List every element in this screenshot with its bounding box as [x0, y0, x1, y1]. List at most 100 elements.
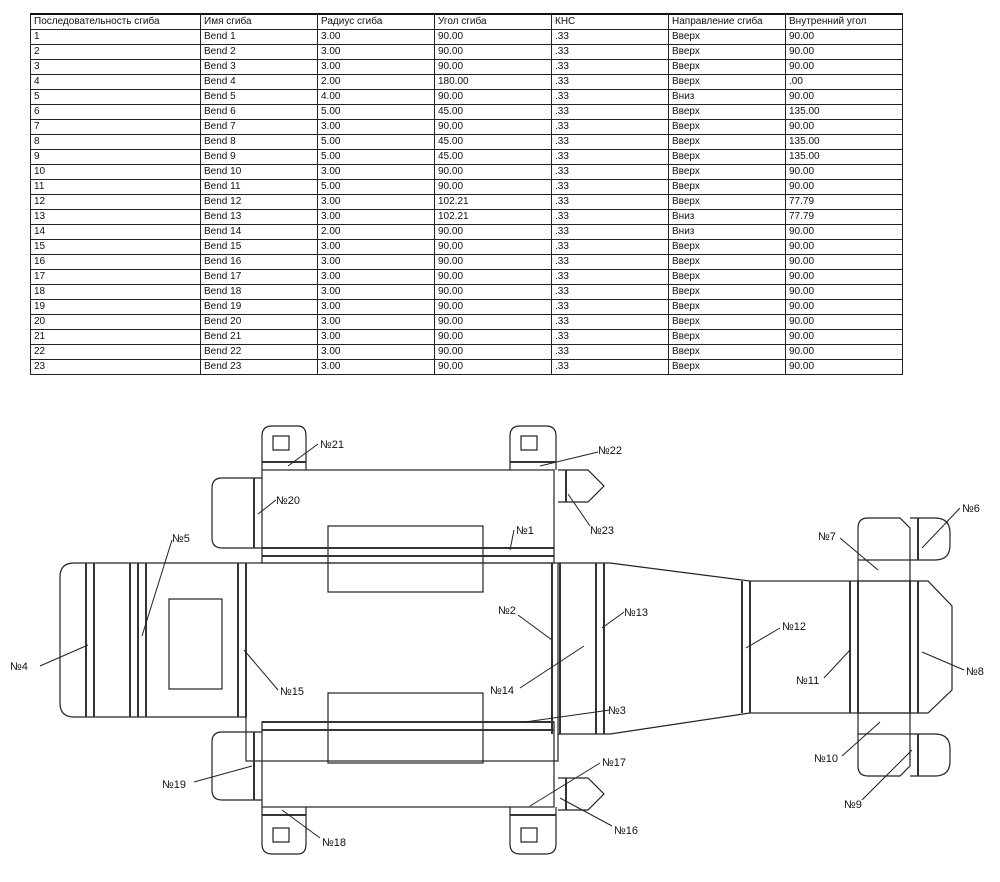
table-cell: 90.00 — [434, 359, 552, 375]
table-cell: 23 — [30, 359, 201, 375]
label-bend-10: №10 — [814, 753, 838, 765]
leader-line — [539, 451, 599, 467]
label-bend-16: №16 — [614, 825, 638, 837]
leader-line — [281, 809, 321, 839]
label-bend-7: №7 — [818, 531, 836, 543]
tab-top-a-hole — [272, 435, 290, 451]
right-bottom-tab-b — [910, 733, 951, 777]
leader-line — [841, 721, 881, 757]
table-cell: Bend 23 — [200, 359, 318, 375]
leader-line — [529, 762, 601, 807]
label-bend-22: №22 — [598, 445, 622, 457]
label-bend-21: №21 — [320, 439, 344, 451]
table-cell: 90.00 — [785, 344, 903, 360]
leader-line — [839, 537, 879, 571]
right-bottom-flap — [857, 712, 911, 735]
tab-top-a — [261, 425, 307, 470]
main-panel — [245, 562, 559, 762]
label-bend-19: №19 — [162, 779, 186, 791]
tab-bottom-a-hole — [272, 827, 290, 843]
bottom-flap — [261, 721, 555, 808]
right-top-tab — [857, 517, 911, 560]
leader-line — [823, 649, 851, 679]
label-bend-13: №13 — [624, 607, 648, 619]
label-bend-9: №9 — [844, 799, 862, 811]
leader-line — [745, 627, 781, 649]
label-bend-4: №4 — [10, 661, 28, 673]
column-header: Имя сгиба — [200, 13, 318, 30]
label-bend-18: №18 — [322, 837, 346, 849]
left-end-panel — [59, 562, 246, 718]
leader-line — [601, 611, 625, 629]
left-window — [168, 598, 223, 690]
label-bend-3: №3 — [608, 705, 626, 717]
right-panel — [749, 580, 859, 714]
label-bend-11: №11 — [796, 675, 819, 687]
column-header: КНС — [551, 13, 669, 30]
leader-line — [567, 493, 591, 527]
leader-line — [287, 443, 319, 467]
label-bend-8: №8 — [966, 666, 984, 678]
tab-bottom-a — [261, 807, 307, 855]
label-bend-1: №1 — [516, 525, 534, 537]
leader-line — [243, 649, 279, 691]
tab-left-bottom — [211, 731, 262, 801]
label-bend-14: №14 — [490, 685, 514, 697]
leader-line — [921, 507, 961, 549]
top-flap — [261, 469, 555, 564]
tab-bottom-b-hole — [520, 827, 538, 843]
leader-line — [519, 645, 585, 689]
tapered-neck — [558, 562, 751, 735]
label-bend-2: №2 — [498, 605, 516, 617]
bottom-window — [327, 692, 484, 764]
label-bend-6: №6 — [962, 503, 980, 515]
label-bend-5: №5 — [172, 533, 190, 545]
leader-line — [524, 709, 611, 723]
leader-line — [257, 499, 277, 515]
leader-line — [861, 749, 913, 801]
tab-right-top — [558, 469, 605, 503]
right-end-cap — [910, 580, 953, 714]
leader-line — [141, 539, 173, 637]
tab-top-b — [509, 425, 557, 470]
leader-line — [517, 614, 553, 641]
right-bottom-tab — [857, 734, 911, 777]
tab-bottom-b — [509, 807, 557, 855]
leader-line — [509, 529, 515, 551]
label-bend-12: №12 — [782, 621, 806, 633]
tab-right-bottom — [558, 777, 605, 811]
leader-line — [559, 797, 613, 827]
leader-line — [921, 651, 965, 671]
top-window — [327, 525, 484, 593]
label-bend-17: №17 — [602, 757, 626, 769]
tab-left-top — [211, 477, 262, 549]
label-bend-15: №15 — [280, 686, 304, 698]
label-bend-23: №23 — [590, 525, 614, 537]
tab-top-b-hole — [520, 435, 538, 451]
label-bend-20: №20 — [276, 495, 300, 507]
right-top-tab-b — [910, 517, 951, 561]
right-top-flap — [857, 559, 911, 582]
column-header: Направление сгиба — [668, 13, 786, 30]
right-box — [857, 580, 911, 714]
leader-line — [193, 765, 253, 783]
table-cell: 90.00 — [785, 359, 903, 375]
leader-line — [39, 644, 89, 667]
